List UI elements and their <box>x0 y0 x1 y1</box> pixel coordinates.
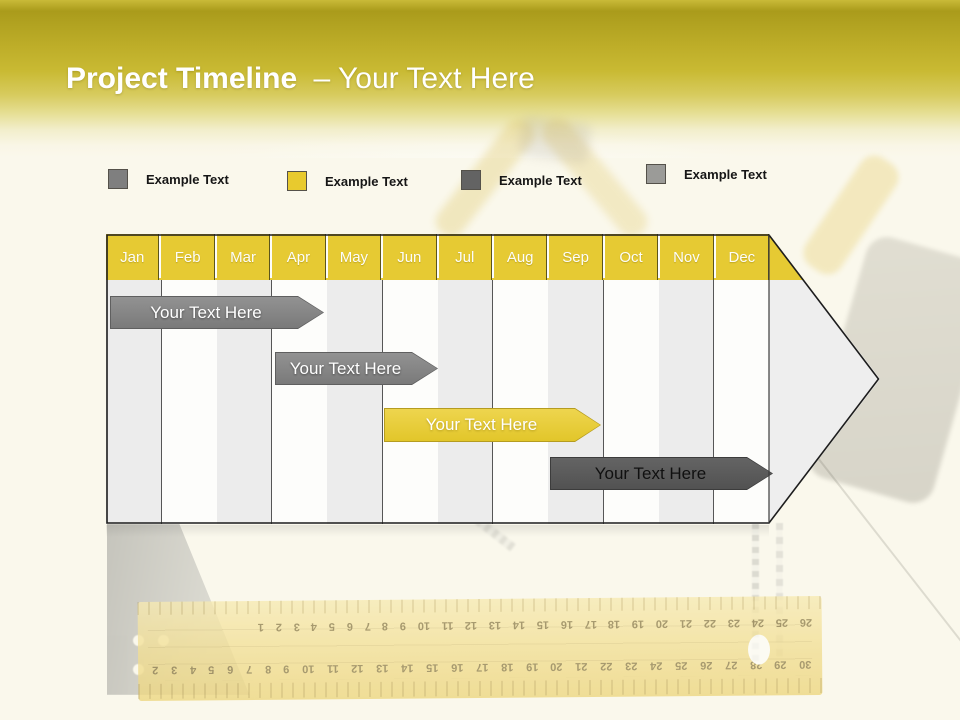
month-label: Dec <box>728 248 756 266</box>
month-label: May <box>339 248 369 266</box>
slide-title-bold: Project Timeline <box>66 62 298 95</box>
month-header-extension <box>769 234 809 280</box>
slide-title[interactable]: Project Timeline – Your Text Here <box>66 62 535 96</box>
bar-label: Your Text Here <box>150 302 262 322</box>
timeline-bar-2[interactable]: Your Text Here <box>275 352 438 385</box>
timeline-bar-3[interactable]: Your Text Here <box>384 408 601 442</box>
month-label: Mar <box>230 248 256 266</box>
timeline-bar-4[interactable]: Your Text Here <box>550 457 773 490</box>
month-cell-apr[interactable]: Apr <box>272 234 326 280</box>
ruler-hanging-hole <box>747 634 771 665</box>
column-stripe <box>493 280 548 524</box>
month-cell-sep[interactable]: Sep <box>549 234 603 280</box>
month-cell-jul[interactable]: Jul <box>438 234 492 280</box>
legend-item-2[interactable]: Example Text <box>287 171 408 191</box>
month-cell-may[interactable]: May <box>327 234 382 280</box>
month-label: Jan <box>120 248 145 266</box>
month-label: Apr <box>286 248 311 266</box>
month-cell-dec[interactable]: Dec <box>715 234 770 280</box>
legend-swatch-darkgray <box>461 170 481 190</box>
legend-item-3[interactable]: Example Text <box>461 170 582 190</box>
month-label: Feb <box>174 248 201 266</box>
timeline-bar-1[interactable]: Your Text Here <box>110 296 324 329</box>
timeline-arrow-body: Jan Feb Mar Apr May Jun Jul Aug Sep Oct … <box>106 234 880 524</box>
column-stripe <box>327 280 383 524</box>
month-label: Sep <box>562 248 589 266</box>
month-cell-jun[interactable]: Jun <box>383 234 437 280</box>
month-header-row: Jan Feb Mar Apr May Jun Jul Aug Sep Oct … <box>106 234 770 280</box>
month-label: Oct <box>619 248 643 266</box>
legend-label: Example Text <box>684 166 767 182</box>
month-cell-mar[interactable]: Mar <box>216 234 271 280</box>
legend-label: Example Text <box>325 173 408 189</box>
chart-reflection <box>106 525 769 537</box>
legend-swatch-yellow <box>287 171 307 191</box>
column-stripe <box>383 280 438 524</box>
legend-label: Example Text <box>499 172 582 188</box>
bar-label: Your Text Here <box>289 358 402 378</box>
legend-item-1[interactable]: Example Text <box>108 169 229 189</box>
timeline-chart: Jan Feb Mar Apr May Jun Jul Aug Sep Oct … <box>106 234 880 524</box>
legend-swatch-lightgray <box>646 164 666 184</box>
bar-label: Your Text Here <box>425 415 538 434</box>
column-stripe <box>437 280 494 524</box>
month-label: Nov <box>673 248 700 266</box>
month-label: Aug <box>506 248 534 266</box>
legend-item-4[interactable]: Example Text <box>646 164 767 184</box>
legend-label: Example Text <box>146 171 229 187</box>
month-cell-jan[interactable]: Jan <box>106 234 160 280</box>
month-cell-oct[interactable]: Oct <box>604 234 659 280</box>
month-cell-aug[interactable]: Aug <box>493 234 548 280</box>
bar-label: Your Text Here <box>594 463 707 483</box>
slide-title-subtitle: – Your Text Here <box>313 62 535 95</box>
header-gradient-band <box>0 0 960 158</box>
month-label: Jul <box>455 248 475 266</box>
month-cell-nov[interactable]: Nov <box>660 234 714 280</box>
month-cell-feb[interactable]: Feb <box>161 234 215 280</box>
month-label: Jun <box>397 248 422 266</box>
legend-swatch-gray <box>108 169 128 189</box>
